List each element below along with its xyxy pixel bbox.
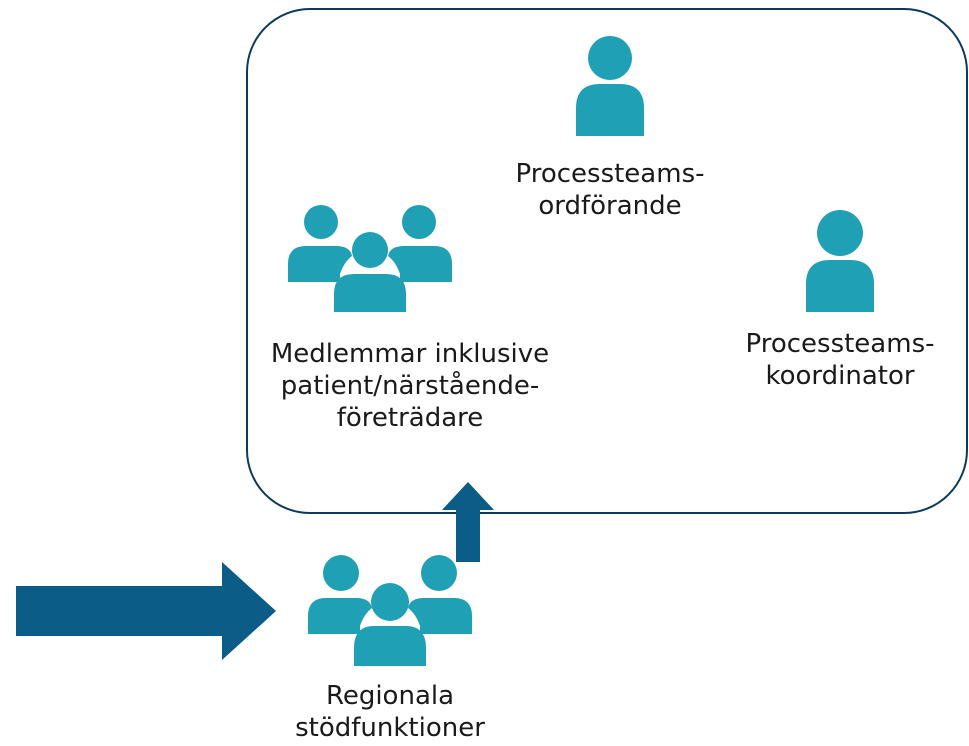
person-icon	[576, 36, 644, 136]
person-icon	[806, 210, 874, 312]
chair-label-line2: ordförande	[538, 191, 682, 221]
chair-label: Processteams- ordförande	[490, 158, 730, 222]
process-team-box	[246, 8, 968, 514]
group-icon	[288, 205, 452, 312]
coordinator-label-line1: Processteams-	[745, 329, 935, 359]
members-label-line2: patient/närstående-	[280, 371, 540, 401]
members-label-line1: Medlemmar inklusive	[270, 339, 550, 369]
coordinator-label-line2: koordinator	[765, 361, 915, 391]
regional-label-line2: stödfunktioner	[295, 713, 485, 743]
members-label: Medlemmar inklusive patient/närstående- …	[250, 338, 570, 434]
regional-label: Regionala stödfunktioner	[290, 680, 490, 744]
coordinator-label: Processteams- koordinator	[720, 328, 960, 392]
group-icon	[308, 555, 472, 666]
arrow-up-icon	[442, 482, 494, 562]
regional-label-line1: Regionala	[325, 681, 455, 711]
arrow-right-icon	[16, 562, 276, 660]
members-label-line3: företrädare	[336, 403, 484, 433]
chair-label-line1: Processteams-	[515, 159, 705, 189]
